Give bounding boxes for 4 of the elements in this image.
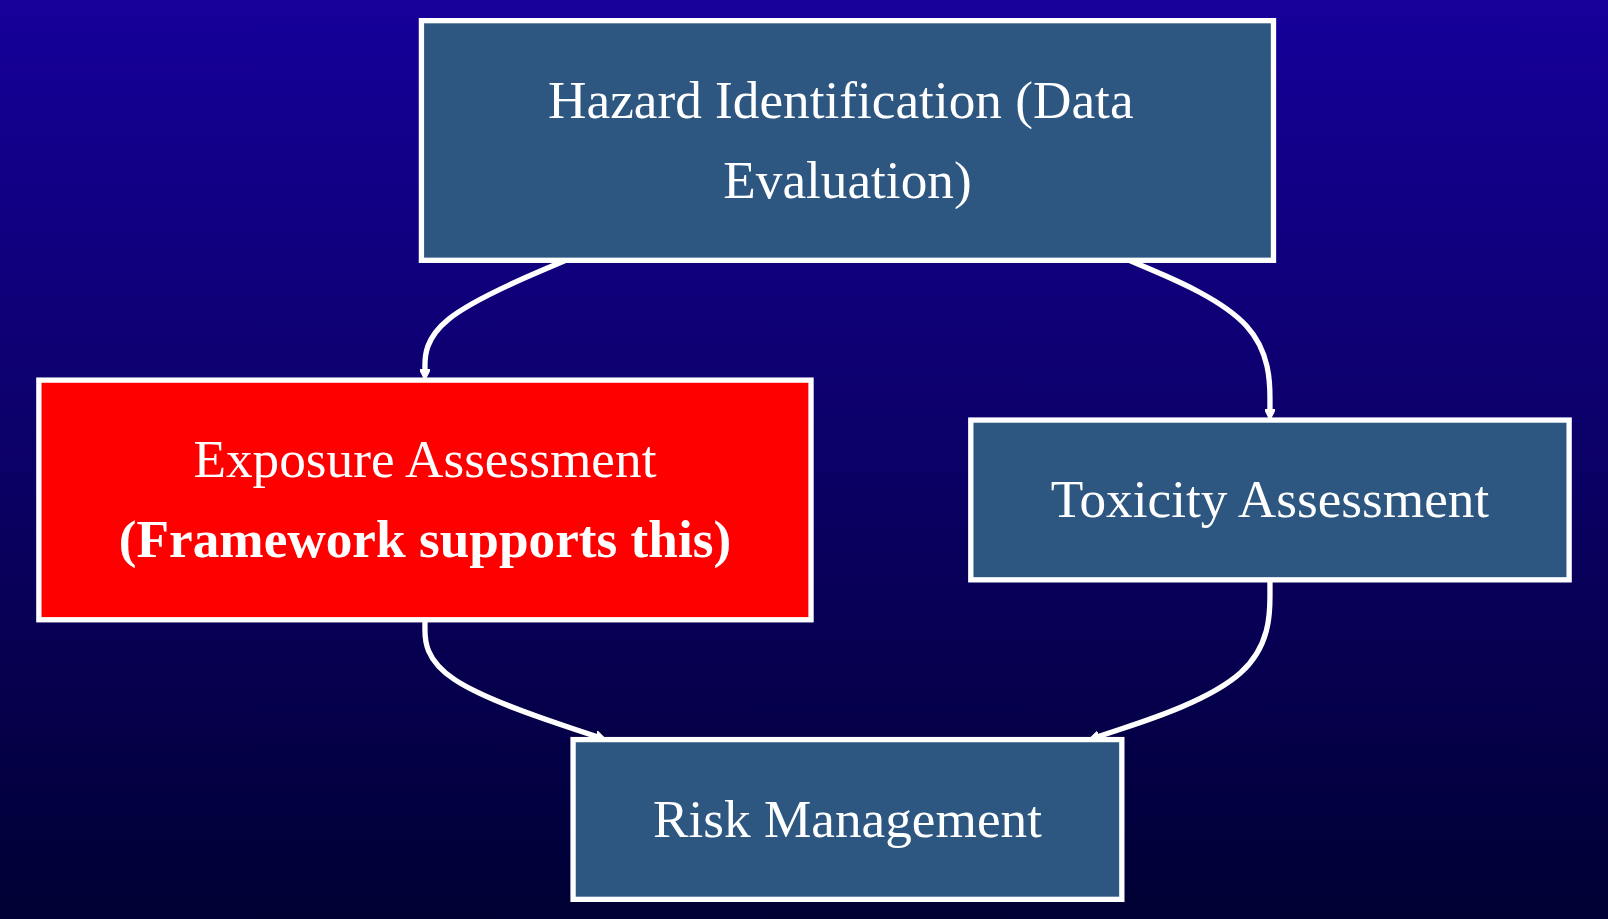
node-box: Risk Management: [570, 736, 1125, 902]
node-box: Exposure Assessment (Framework supports this): [36, 376, 814, 622]
node-box: Toxicity Assessment: [968, 416, 1572, 582]
node-box: Hazard Identification (Data Evaluation): [418, 17, 1277, 263]
